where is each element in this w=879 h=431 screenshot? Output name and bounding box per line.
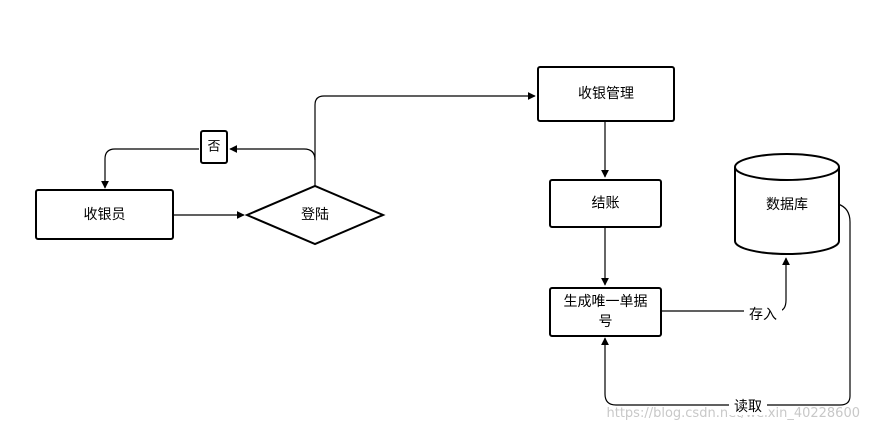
edge-login-to-cash-management — [314, 92, 536, 186]
edge-no-to-cashier — [101, 148, 199, 189]
edge-database-to-generate — [601, 203, 851, 406]
node-login: 登陆 — [244, 184, 386, 246]
node-cash-management-label: 收银管理 — [578, 86, 634, 102]
node-cashier: 收银员 — [35, 189, 174, 240]
node-checkout: 结账 — [549, 179, 662, 228]
edge-store-label: 存入 — [749, 307, 777, 323]
edge-read-label: 读取 — [734, 398, 762, 415]
node-cash-management: 收银管理 — [537, 66, 675, 122]
node-cashier-label: 收银员 — [84, 207, 126, 223]
node-generate-number-line1: 生成唯一单据 — [564, 294, 648, 310]
edge-label-store: 存入 — [744, 305, 782, 323]
edge-label-read: 读取 — [729, 397, 767, 415]
node-no-box: 否 — [200, 130, 228, 164]
node-no-label: 否 — [207, 140, 220, 155]
node-generate-number: 生成唯一单据 号 — [549, 287, 662, 337]
edge-generate-to-database — [661, 257, 790, 312]
edge-login-to-no — [229, 145, 316, 161]
node-checkout-label: 结账 — [592, 196, 620, 212]
node-database-label: 数据库 — [766, 197, 808, 213]
node-database: 数据库 — [734, 153, 840, 255]
node-generate-number-line2: 号 — [599, 314, 613, 330]
node-login-label: 登陆 — [301, 207, 329, 223]
